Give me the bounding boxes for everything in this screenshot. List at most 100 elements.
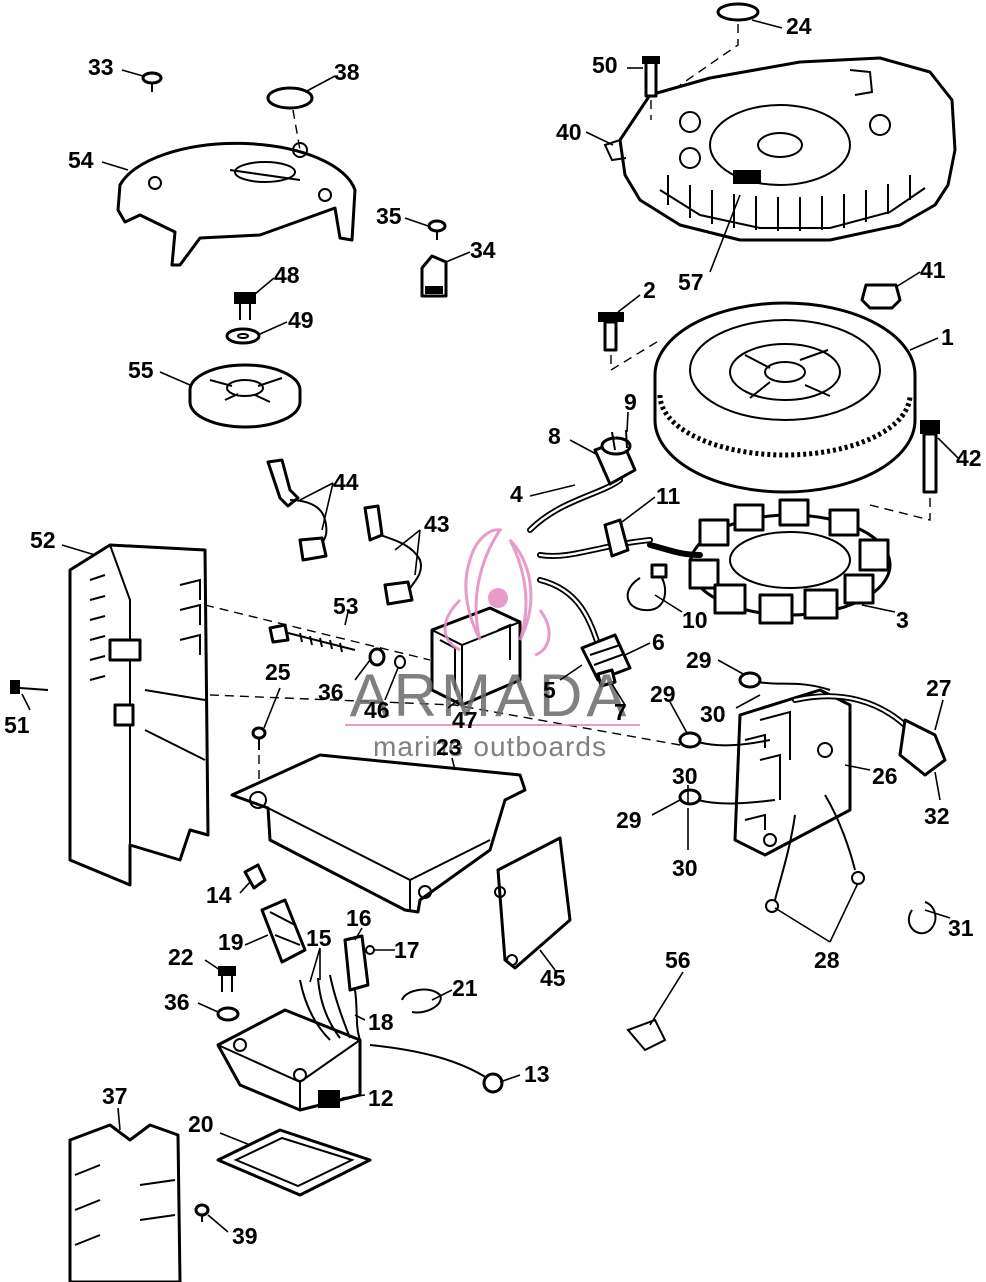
callout-35: 35	[376, 203, 402, 229]
callout-8: 8	[548, 423, 561, 449]
callout-53: 53	[333, 593, 359, 619]
callout-6: 6	[652, 629, 665, 655]
callout-1: 1	[941, 324, 954, 350]
callout-39: 39	[232, 1223, 258, 1249]
callout-30a: 30	[700, 701, 726, 727]
callout-34: 34	[470, 237, 496, 263]
clamp-part-21	[401, 988, 442, 1014]
callout-57: 57	[678, 269, 704, 295]
connector-part-16	[343, 934, 370, 992]
callout-3: 3	[896, 607, 909, 633]
callout-19: 19	[218, 929, 244, 955]
callout-5: 5	[543, 677, 556, 703]
callout-15: 15	[306, 925, 332, 951]
shield-part-45	[494, 836, 572, 970]
callout-33: 33	[88, 54, 114, 80]
screw-part-25	[251, 726, 267, 750]
callout-31: 31	[948, 915, 974, 941]
ground-lead-part-13	[369, 1044, 504, 1094]
callout-46: 46	[364, 697, 390, 723]
armada-logo-icon	[443, 528, 551, 657]
callout-42: 42	[956, 445, 982, 471]
screw-part-33	[141, 71, 163, 92]
screw-part-53	[268, 623, 356, 653]
screw-part-39	[194, 1203, 210, 1222]
callout-9: 9	[624, 389, 637, 415]
washer-part-46	[394, 655, 406, 669]
timer-base-plate-part-54	[116, 141, 357, 267]
leader-lines	[21, 19, 959, 1233]
callout-38: 38	[334, 59, 360, 85]
flywheel-cover-part-40	[603, 56, 957, 242]
harness-part-27	[792, 693, 947, 777]
callout-56: 56	[665, 947, 691, 973]
callout-24: 24	[786, 13, 812, 39]
callout-12: 12	[368, 1085, 394, 1111]
callout-29b: 29	[650, 681, 676, 707]
callout-25: 25	[265, 659, 291, 685]
connector-part-7	[596, 668, 617, 688]
pin-part-17	[365, 945, 375, 955]
shield-part-23	[230, 753, 527, 914]
screw-part-35	[427, 219, 447, 240]
bolt-part-22	[218, 966, 236, 992]
callout-30b: 30	[672, 763, 698, 789]
callout-27: 27	[926, 675, 952, 701]
wires-part-15	[299, 974, 351, 1041]
callout-29a: 29	[686, 647, 712, 673]
bracket-part-52	[68, 543, 210, 887]
coil-lead-part-29c	[678, 788, 776, 806]
wires-part-18	[354, 989, 361, 1041]
clip-part-56	[626, 1018, 667, 1052]
bolt-part-42	[920, 420, 940, 494]
callout-47: 47	[452, 707, 478, 733]
plug-part-24	[716, 2, 760, 22]
callout-41: 41	[920, 257, 946, 283]
callout-48: 48	[274, 262, 300, 288]
callout-45: 45	[540, 965, 566, 991]
stator-part-3	[688, 498, 892, 625]
washer-part-36a	[368, 647, 386, 667]
ignition-plate-part-26	[733, 688, 852, 857]
callout-labels: 24 50 40 57 41 2 1 42 33 38 54 35 34 48 …	[4, 13, 982, 1249]
connector-part-6	[580, 633, 632, 682]
clamp-part-11	[603, 518, 630, 558]
callout-7: 7	[614, 699, 627, 725]
flywheel-part-1	[653, 301, 917, 494]
power-pack-part-47	[430, 606, 522, 707]
callout-40: 40	[556, 119, 582, 145]
washer-part-36b	[216, 1006, 240, 1022]
pulley-part-55	[188, 363, 302, 429]
callout-55: 55	[128, 357, 154, 383]
callout-13: 13	[524, 1061, 550, 1087]
callout-51: 51	[4, 712, 30, 738]
callout-23: 23	[436, 734, 462, 760]
callout-29c: 29	[616, 807, 642, 833]
nut-part-41	[860, 283, 902, 310]
strap-part-10	[626, 563, 668, 612]
callout-14: 14	[206, 882, 232, 908]
washer-part-49	[225, 327, 261, 345]
coil-lead-part-29a	[738, 671, 831, 691]
clip-part-34	[420, 254, 448, 298]
callout-21: 21	[452, 975, 478, 1001]
callout-2: 2	[643, 277, 656, 303]
callout-37: 37	[102, 1083, 128, 1109]
callout-32: 32	[924, 803, 950, 829]
callout-18: 18	[368, 1009, 394, 1035]
callout-22: 22	[168, 944, 194, 970]
clip-part-14	[243, 863, 267, 890]
coil-lead-part-29b	[678, 731, 771, 749]
washer-part-38	[266, 86, 314, 110]
bolt-part-50	[642, 56, 660, 98]
callout-30c: 30	[672, 855, 698, 881]
bolt-part-2	[598, 312, 624, 352]
callout-11: 11	[656, 483, 681, 509]
callout-49: 49	[288, 307, 314, 333]
callout-52: 52	[30, 527, 56, 553]
cable-clamp-part-31	[907, 901, 937, 935]
callout-54: 54	[68, 147, 94, 173]
callout-4: 4	[510, 481, 523, 507]
